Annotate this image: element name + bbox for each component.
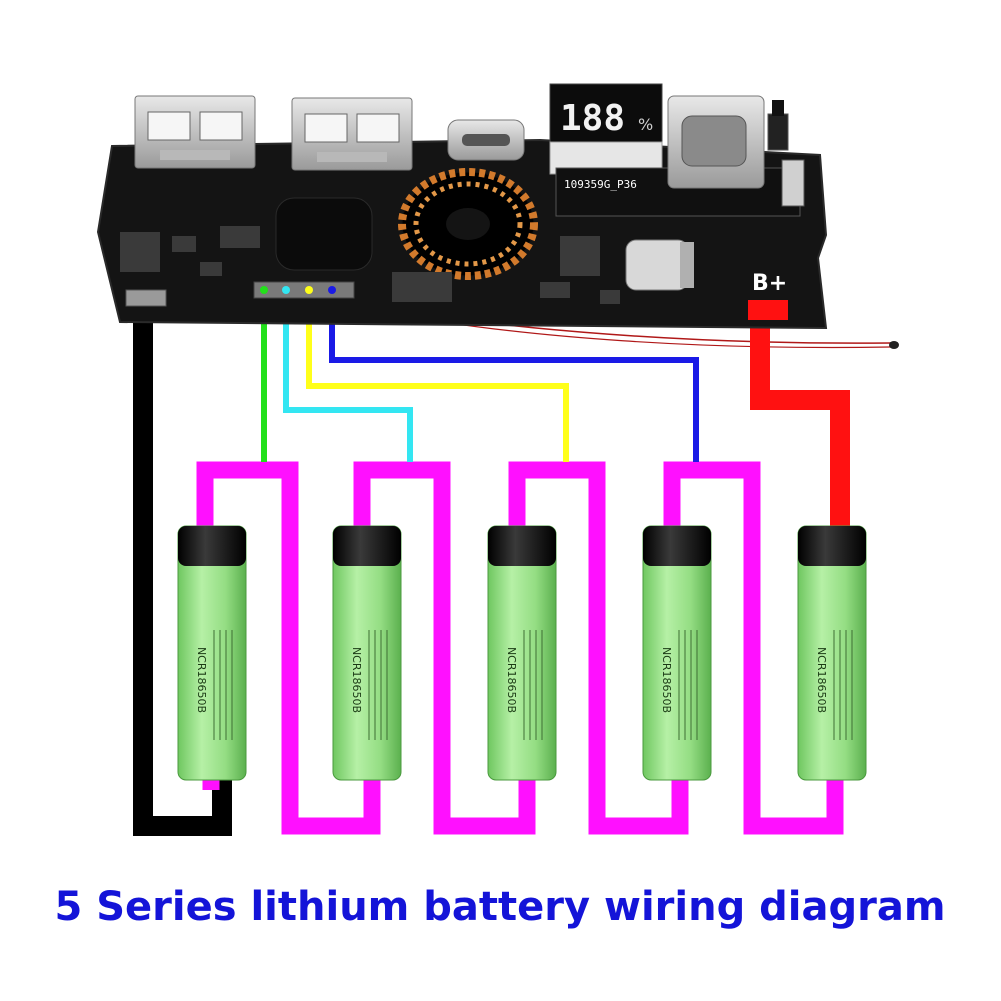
- battery-cell-2: NCR18650B: [332, 525, 402, 781]
- wire-b2: [283, 306, 413, 462]
- b-plus-pad: [748, 300, 788, 320]
- smd-components: [120, 226, 620, 304]
- series-link-4: [663, 461, 844, 835]
- cell-cap: [643, 526, 711, 566]
- battery-cell-4: NCR18650B: [642, 525, 712, 781]
- usb-a-port-1: [134, 95, 256, 169]
- power-button: [767, 113, 789, 151]
- usb-c-port-2: [667, 95, 765, 189]
- wires: [133, 304, 899, 836]
- pin-header: [781, 159, 805, 207]
- usb-a-port-2: [291, 97, 413, 171]
- display-digits: 188: [560, 98, 625, 139]
- thermistor-bead: [889, 341, 899, 349]
- battery-cell-5: NCR18650B: [797, 525, 867, 781]
- cell-label: NCR18650B: [815, 647, 828, 713]
- series-link-2: [353, 461, 536, 835]
- display-unit: %: [638, 115, 653, 134]
- usb-c-port: [447, 119, 525, 161]
- cell-cap: [488, 526, 556, 566]
- toroid-inductor: [398, 168, 538, 280]
- wire-positive: [750, 316, 850, 530]
- silkscreen-code: 109359G_P36: [564, 178, 637, 191]
- cell-label: NCR18650B: [660, 647, 673, 713]
- battery-cell-1: NCR18650B: [177, 525, 247, 781]
- balance-pads: [253, 281, 355, 299]
- battery-cells: NCR18650B NCR18650B NCR18650B NCR18650B NCR1…: [177, 525, 867, 781]
- cell-label: NCR18650B: [505, 647, 518, 713]
- battery-cell-3: NCR18650B: [487, 525, 557, 781]
- wire-b4: [329, 306, 699, 462]
- b-minus-pad: [125, 289, 167, 307]
- cell-label: NCR18650B: [350, 647, 363, 713]
- cell-cap: [178, 526, 246, 566]
- wire-b3: [306, 306, 569, 462]
- diagram-caption: 5 Series lithium battery wiring diagram: [54, 884, 945, 930]
- cell-label: NCR18650B: [195, 647, 208, 713]
- charger-board: 188 % 109359G_P36 B: [96, 83, 828, 330]
- smd-inductor: [275, 197, 373, 271]
- series-link-3: [508, 461, 689, 835]
- capacitor: [625, 239, 694, 291]
- cell-cap: [798, 526, 866, 566]
- b-plus-label: B+: [752, 271, 787, 296]
- cell-cap: [333, 526, 401, 566]
